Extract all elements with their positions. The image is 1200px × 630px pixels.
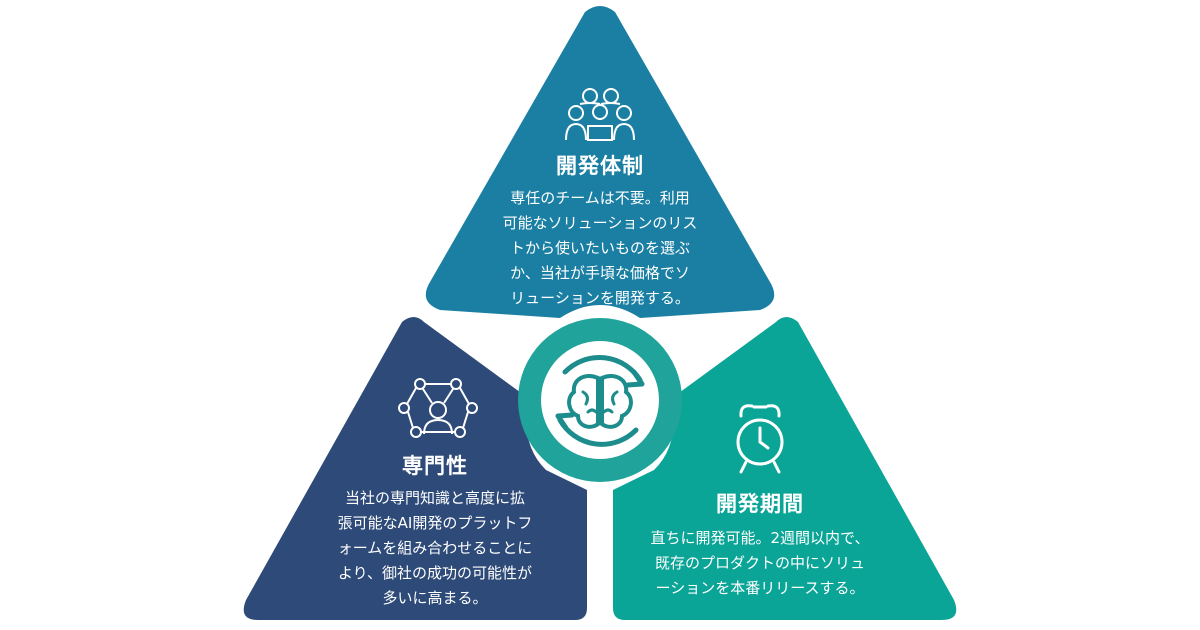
panel-top-shape <box>425 6 775 318</box>
alarm-clock-icon <box>736 404 784 474</box>
panel-left-line: 当社の専門知識と高度に拡 <box>344 489 525 507</box>
team-people-icon <box>565 88 635 141</box>
brain-cycle-icon <box>555 355 645 447</box>
panel-left-line: 多いに高まる。 <box>382 589 488 607</box>
panel-right-line: 直ちに開発可能。2週間以内で、 <box>650 529 870 547</box>
panel-left-line: ォームを組み合わせることに <box>337 539 533 557</box>
panel-right-line: ーションを本番リリースする。 <box>655 579 865 597</box>
panel-top-line: トから使いたいものを選ぶ <box>509 239 690 257</box>
panel-right-line: 既存のプロダクトの中にソリュ <box>654 554 865 572</box>
panel-top-line: リューションを開発する。 <box>510 289 690 307</box>
panel-top-title: 開発体制 <box>556 154 644 178</box>
panel-top-line: 可能なソリューションのリス <box>502 214 698 232</box>
panel-left-title: 専門性 <box>402 454 468 478</box>
panel-left-line: 張可能なAI開発のプラットフ <box>337 514 533 532</box>
panel-top-line: か、当社が手頃な価格でソ <box>510 264 690 282</box>
panel-right-text: 開発期間 直ちに開発可能。2週間以内で、 既存のプロダクトの中にソリュ ーション… <box>625 488 895 601</box>
panel-left-text: 専門性 当社の専門知識と高度に拡 張可能なAI開発のプラットフ ォームを組み合わ… <box>300 450 570 611</box>
panel-left-line: より、御社の成功の可能性が <box>337 564 533 582</box>
panel-top-line: 専任のチームは不要。利用 <box>510 189 690 207</box>
panel-right-title: 開発期間 <box>716 492 804 516</box>
network-expert-icon <box>398 378 478 438</box>
panel-right-shape <box>613 317 957 620</box>
panel-top-text: 開発体制 専任のチームは不要。利用 可能なソリューションのリス トから使いたいも… <box>460 150 740 311</box>
panel-left-shape <box>243 317 587 620</box>
